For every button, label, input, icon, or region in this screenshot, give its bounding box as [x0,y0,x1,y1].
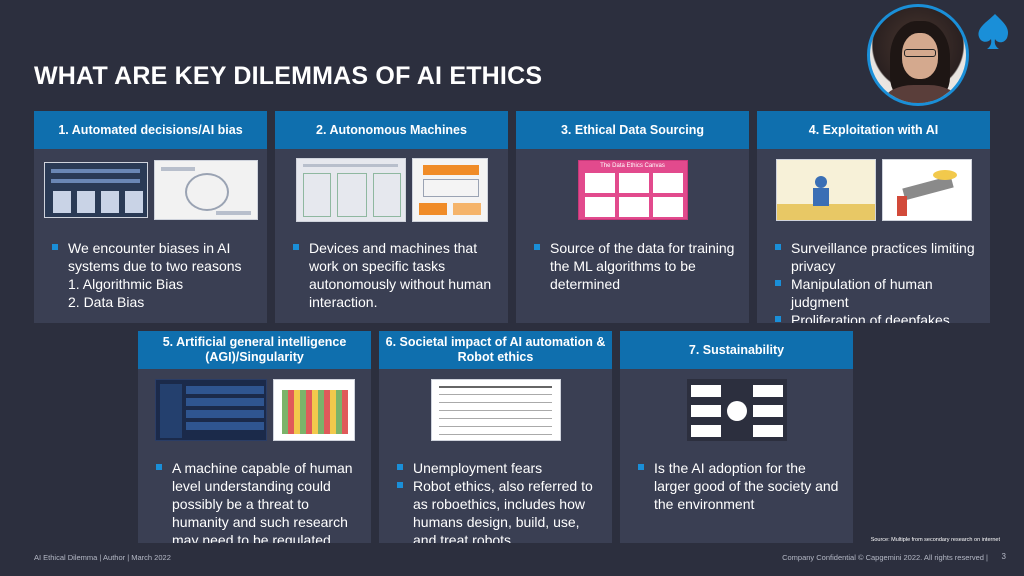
card-images [275,149,508,227]
telescope-cartoon-image [881,159,972,221]
card-images [138,369,371,447]
card-ai-bias: 1. Automated decisions/AI bias We encoun… [34,111,267,323]
footer-left: AI Ethical Dilemma | Author | March 2022 [34,553,171,562]
surveillance-cartoon-image [775,159,876,221]
card-images: The Data Ethics Canvas [516,149,749,227]
bullet-text: Proliferation of deepfakes [775,311,978,323]
bias-process-image [43,162,148,218]
bullet-text: Robot ethics, also referred to as roboet… [397,477,600,543]
card-ethical-data-sourcing: 3. Ethical Data Sourcing The Data Ethics… [516,111,749,323]
card-header: 2. Autonomous Machines [275,111,508,149]
card-header: 7. Sustainability [620,331,853,369]
bullet-text: We encounter biases in AI systems due to… [52,239,255,275]
card-header: 4. Exploitation with AI [757,111,990,149]
slide-title: WHAT ARE KEY DILEMMAS OF AI ETHICS [34,62,543,90]
bullet-text: Is the AI adoption for the larger good o… [638,459,841,513]
source-note: Source: Multiple from secondary research… [870,537,1000,543]
card-sustainability: 7. Sustainability Is the AI adoption for… [620,331,853,543]
card-bullets: Unemployment fears Robot ethics, also re… [379,447,612,543]
card-bullets: Is the AI adoption for the larger good o… [620,447,853,513]
bullet-subtext: 2. Data Bias [68,294,145,310]
impact-table-image [430,379,561,441]
card-header: 6. Societal impact of AI automation & Ro… [379,331,612,369]
card-images [757,149,990,227]
bullet-text: Unemployment fears [397,459,600,477]
capgemini-spade-icon [978,14,1009,49]
card-bullets: Surveillance practices limiting privacy … [757,227,990,323]
bullet-text: Manipulation of human judgment [775,275,978,311]
agi-matrix-image [272,379,355,441]
card-header: 1. Automated decisions/AI bias [34,111,267,149]
card-bullets: We encounter biases in AI systems due to… [34,227,267,311]
card-header: 3. Ethical Data Sourcing [516,111,749,149]
card-agi-singularity: 5. Artificial general intelligence (AGI)… [138,331,371,543]
bias-diagram-image [153,160,258,220]
machine-framework-image [295,158,406,222]
card-bullets: Devices and machines that work on specif… [275,227,508,311]
bullet-text: Surveillance practices limiting privacy [775,239,978,275]
card-exploitation: 4. Exploitation with AI Surveillance pra… [757,111,990,323]
sustainability-diagram-image [686,379,787,441]
presenter-avatar [867,4,969,106]
data-ethics-canvas-image: The Data Ethics Canvas [577,160,688,220]
bullet-text: Devices and machines that work on specif… [293,239,496,311]
bullet-text: A machine capable of human level underst… [156,459,359,543]
card-images [379,369,612,447]
card-bullets: Source of the data for training the ML a… [516,227,749,293]
machine-diagram-image [411,158,488,222]
card-bullets: A machine capable of human level underst… [138,447,371,543]
card-societal-impact: 6. Societal impact of AI automation & Ro… [379,331,612,543]
page-number: 3 [1001,552,1006,561]
footer-right: Company Confidential © Capgemini 2022. A… [782,553,988,562]
card-header: 5. Artificial general intelligence (AGI)… [138,331,371,369]
bullet-text: Source of the data for training the ML a… [534,239,737,293]
card-images [620,369,853,447]
bullet-subtext: 1. Algorithmic Bias [68,276,184,292]
card-autonomous-machines: 2. Autonomous Machines Devices and machi… [275,111,508,323]
agi-roadmap-image [154,379,267,441]
card-images [34,149,267,227]
